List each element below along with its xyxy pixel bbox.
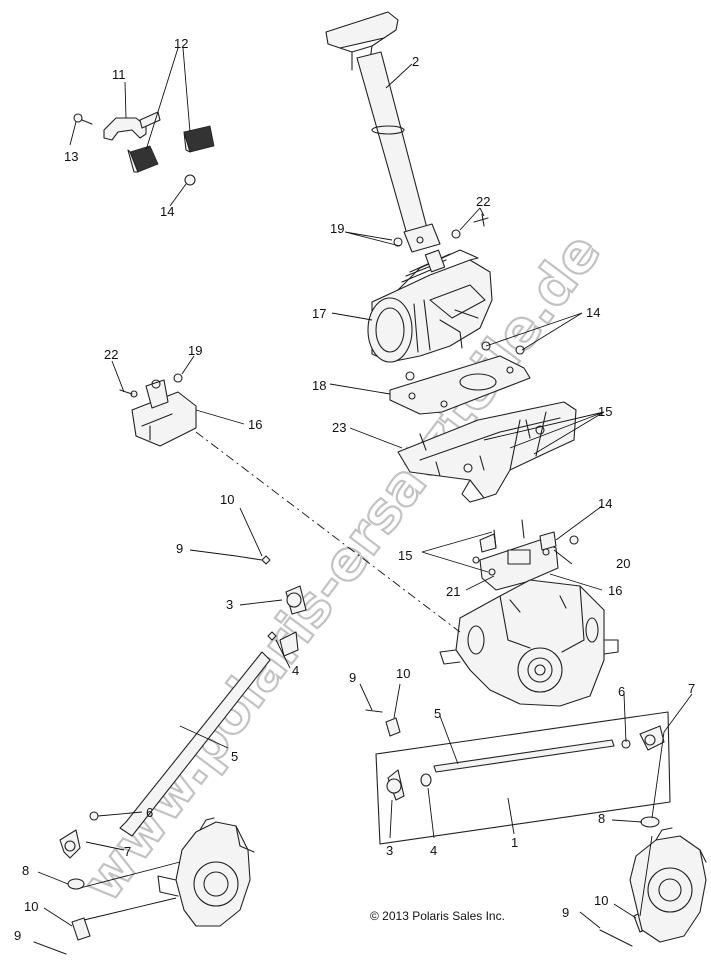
callout-13: 13 (64, 149, 78, 164)
callout-5: 5 (231, 749, 238, 764)
callout-3: 3 (386, 843, 393, 858)
callout-22: 22 (104, 347, 118, 362)
assembly-centerline (195, 431, 461, 633)
callout-21: 21 (446, 584, 460, 599)
left-upper-bracket (119, 373, 197, 447)
callout-14: 14 (586, 305, 600, 320)
callout-12: 12 (174, 36, 188, 51)
lower-bracket (479, 531, 559, 591)
callout-4: 4 (430, 843, 437, 858)
callout-6: 6 (618, 684, 625, 699)
callout-4: 4 (292, 663, 299, 678)
callout-10: 10 (220, 492, 234, 507)
callout-14: 14 (598, 496, 612, 511)
callout-17: 17 (312, 306, 326, 321)
right-knuckle (629, 827, 707, 943)
callout-15: 15 (398, 548, 412, 563)
callout-11: 11 (112, 67, 126, 82)
callout-7: 7 (124, 844, 131, 859)
callout-15: 15 (598, 404, 612, 419)
callout-8: 8 (598, 811, 605, 826)
callout-10: 10 (594, 893, 608, 908)
copyright-notice: © 2013 Polaris Sales Inc. (370, 909, 505, 923)
callout-14: 14 (160, 204, 174, 219)
callout-2: 2 (412, 54, 419, 69)
callout-9: 9 (349, 670, 356, 685)
callout-16: 16 (608, 583, 622, 598)
callout-6: 6 (146, 805, 153, 820)
callout-9: 9 (14, 928, 21, 943)
callout-20: 20 (616, 556, 630, 571)
callout-16: 16 (248, 417, 262, 432)
leader-lines (37, 47, 693, 929)
left-tie-rod (33, 555, 307, 955)
callout-23: 23 (332, 420, 346, 435)
callout-22: 22 (476, 194, 490, 209)
steering-rack-body (439, 579, 619, 707)
callout-19: 19 (330, 221, 344, 236)
callout-19: 19 (188, 343, 202, 358)
fasteners (393, 213, 579, 564)
callout-3: 3 (226, 597, 233, 612)
callout-7: 7 (688, 681, 695, 696)
callout-18: 18 (312, 378, 326, 393)
left-knuckle (157, 817, 255, 927)
callout-9: 9 (562, 905, 569, 920)
callout-9: 9 (176, 541, 183, 556)
upper-left-hardware (73, 111, 215, 186)
callout-5: 5 (434, 706, 441, 721)
callout-10: 10 (24, 899, 38, 914)
callout-10: 10 (396, 666, 410, 681)
eps-unit (367, 249, 493, 363)
callout-labels: 1 2 3 3 4 4 5 5 6 6 7 7 8 8 9 9 9 9 10 1… (14, 36, 695, 943)
steering-column (325, 11, 441, 253)
callout-8: 8 (22, 863, 29, 878)
callout-1: 1 (511, 835, 518, 850)
mounting-plate (389, 355, 531, 415)
